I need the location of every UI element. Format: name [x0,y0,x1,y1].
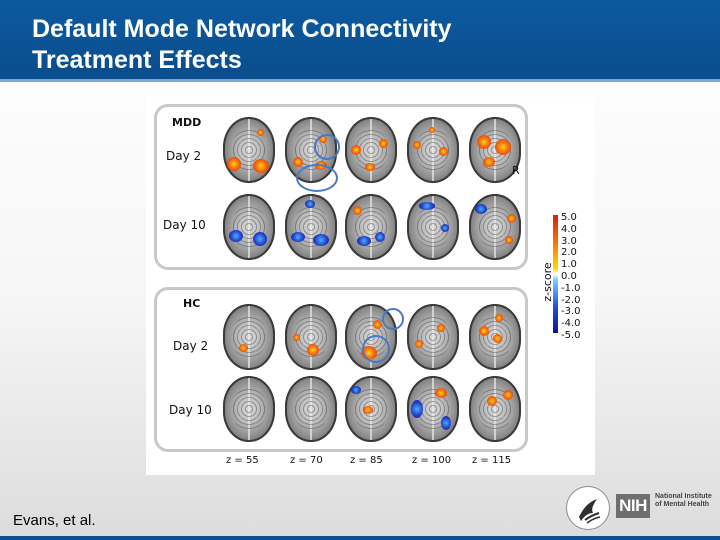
brain-slice-mdd-day2-z55 [223,117,275,183]
group-label-hc: HC [183,297,201,310]
colorbar-tick: -1.0 [561,282,581,294]
row-label-hc-day10: Day 10 [169,403,212,417]
nih-institute-name: National Institute of Mental Health [655,493,712,508]
slice-label: z = 100 [412,455,452,466]
brain-slice-hc-day2-z100 [407,304,459,370]
colorbar-tick: 2.0 [561,247,577,259]
nih-logo: NIH [616,494,650,518]
slice-label: z = 115 [472,455,512,466]
brain-slice-hc-day10-z115 [469,376,521,442]
colorbar-tick: 3.0 [561,235,577,247]
highlight-circle [314,134,340,160]
slide-title: Default Mode Network Connectivity Treatm… [32,14,452,76]
colorbar-tick: -5.0 [561,329,581,341]
brain-slice-mdd-day2-z115 [469,117,521,183]
brain-slice-hc-day10-z55 [223,376,275,442]
brain-slice-mdd-day10-z85 [345,194,397,260]
slice-label: z = 85 [350,455,383,466]
brain-slice-hc-day10-z100 [407,376,459,442]
colorbar-tick: 4.0 [561,223,577,235]
brain-slice-mdd-day10-z100 [407,194,459,260]
slice-label: z = 55 [226,455,259,466]
colorbar-tick: -4.0 [561,318,581,330]
colorbar-tick: -3.0 [561,306,581,318]
highlight-circle [382,308,404,330]
brain-slice-hc-day2-z55 [223,304,275,370]
title-line-1: Default Mode Network Connectivity [32,15,452,43]
row-label-mdd-day10: Day 10 [163,218,206,232]
mdd-panel: MDD Day 2 Day 10 [154,104,528,270]
colorbar-tick: -2.0 [561,294,581,306]
colorbar-tick: 5.0 [561,212,577,223]
citation: Evans, et al. [13,512,96,529]
highlight-circle [296,164,338,192]
colorbar-ticks: 5.0 4.0 3.0 2.0 1.0 0.0 -1.0 -2.0 -3.0 -… [561,212,587,342]
brain-slice-hc-day10-z70 [285,376,337,442]
brain-slice-hc-day2-z70 [285,304,337,370]
brain-slice-hc-day2-z115 [469,304,521,370]
slice-labels: z = 55 z = 70 z = 85 z = 100 z = 115 [146,455,595,471]
slice-label: z = 70 [290,455,323,466]
zscore-colorbar [553,215,558,333]
title-line-2: Treatment Effects [32,46,242,74]
row-label-mdd-day2: Day 2 [166,149,202,163]
brain-slice-hc-day10-z85 [345,376,397,442]
slide-header: Default Mode Network Connectivity Treatm… [0,0,720,82]
brain-slice-mdd-day10-z55 [223,194,275,260]
colorbar-label: z-score [541,262,554,302]
footer-bar [0,536,720,540]
brain-connectivity-figure: MDD Day 2 Day 10 [146,97,595,475]
brain-slice-mdd-day10-z115 [469,194,521,260]
row-label-hc-day2: Day 2 [173,339,209,353]
group-label-mdd: MDD [172,116,202,129]
brain-slice-mdd-day2-z85 [345,117,397,183]
hhs-eagle-icon [566,486,610,530]
orientation-label: R [512,164,520,177]
highlight-circle [362,335,390,363]
brain-slice-mdd-day10-z70 [285,194,337,260]
hc-panel: HC Day 2 Day 10 [154,287,528,452]
colorbar-tick: 0.0 [561,270,577,282]
colorbar-tick: 1.0 [561,259,577,271]
brain-slice-mdd-day2-z100 [407,117,459,183]
